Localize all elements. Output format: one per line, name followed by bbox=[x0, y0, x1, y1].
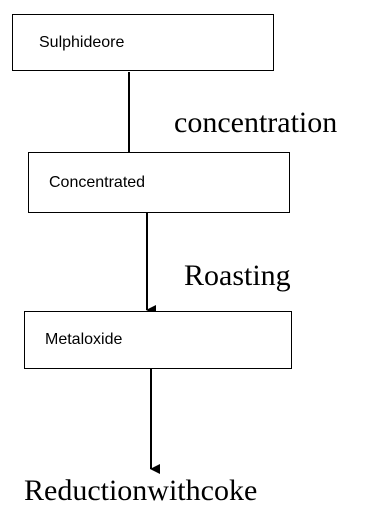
step-label-concentration: concentration bbox=[174, 106, 338, 139]
node-sulphide-ore: Sulphideore bbox=[12, 14, 274, 71]
node-label: Concentrated bbox=[49, 173, 146, 191]
node-label: Metaloxide bbox=[45, 331, 123, 348]
node-metal-oxide: Metaloxide bbox=[24, 311, 292, 369]
node-concentrated: Concentrated bbox=[28, 152, 290, 213]
node-label: Sulphideore bbox=[39, 33, 125, 51]
step-label-roasting: Roasting bbox=[184, 259, 291, 292]
step-label-reduction: Reductionwithcoke bbox=[24, 474, 258, 507]
